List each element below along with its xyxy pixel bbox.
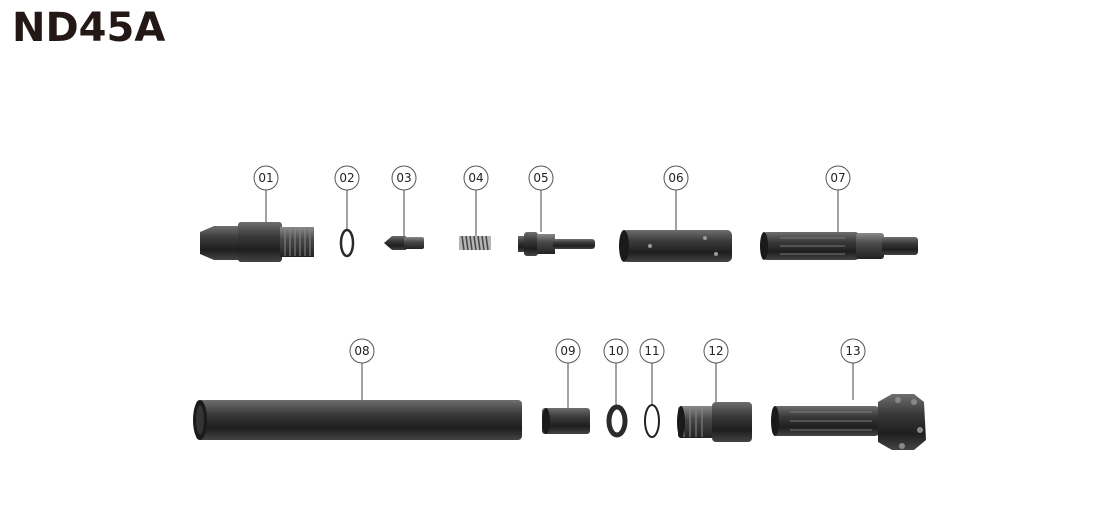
part-01-backhead (200, 222, 314, 262)
callout-label: 06 (668, 171, 683, 185)
callout-05: 05 (528, 165, 554, 191)
callout-label: 03 (396, 171, 411, 185)
callout-10: 10 (603, 338, 629, 364)
part-06-inner-cylinder (619, 230, 732, 262)
part-03-check-valve (384, 236, 424, 250)
callout-06: 06 (663, 165, 689, 191)
callout-label: 13 (845, 344, 860, 358)
part-12-chuck (677, 402, 752, 442)
part-10-retaining-ring (606, 404, 628, 438)
part-11-o-ring (644, 404, 660, 438)
callout-13: 13 (840, 338, 866, 364)
callout-label: 01 (258, 171, 273, 185)
callout-label: 10 (608, 344, 623, 358)
callout-01: 01 (253, 165, 279, 191)
callout-02: 02 (334, 165, 360, 191)
callout-07: 07 (825, 165, 851, 191)
part-13-dth-bit (771, 394, 926, 450)
part-02-o-ring (339, 228, 355, 258)
callout-09: 09 (555, 338, 581, 364)
callout-12: 12 (703, 338, 729, 364)
callout-label: 09 (560, 344, 575, 358)
callout-label: 04 (468, 171, 483, 185)
part-09-guide-sleeve (542, 408, 590, 434)
part-04-spring (459, 235, 491, 251)
callout-label: 12 (708, 344, 723, 358)
callout-03: 03 (391, 165, 417, 191)
product-title: ND45A (12, 5, 166, 51)
callout-11: 11 (639, 338, 665, 364)
callout-label: 05 (533, 171, 548, 185)
part-05-valve-stem (518, 232, 595, 256)
part-08-outer-casing (193, 400, 522, 440)
leader-lines (265, 190, 854, 408)
callout-04: 04 (463, 165, 489, 191)
part-07-piston (760, 232, 918, 260)
callout-label: 11 (644, 344, 659, 358)
callout-label: 07 (830, 171, 845, 185)
callout-label: 08 (354, 344, 369, 358)
callout-08: 08 (349, 338, 375, 364)
callout-label: 02 (339, 171, 354, 185)
